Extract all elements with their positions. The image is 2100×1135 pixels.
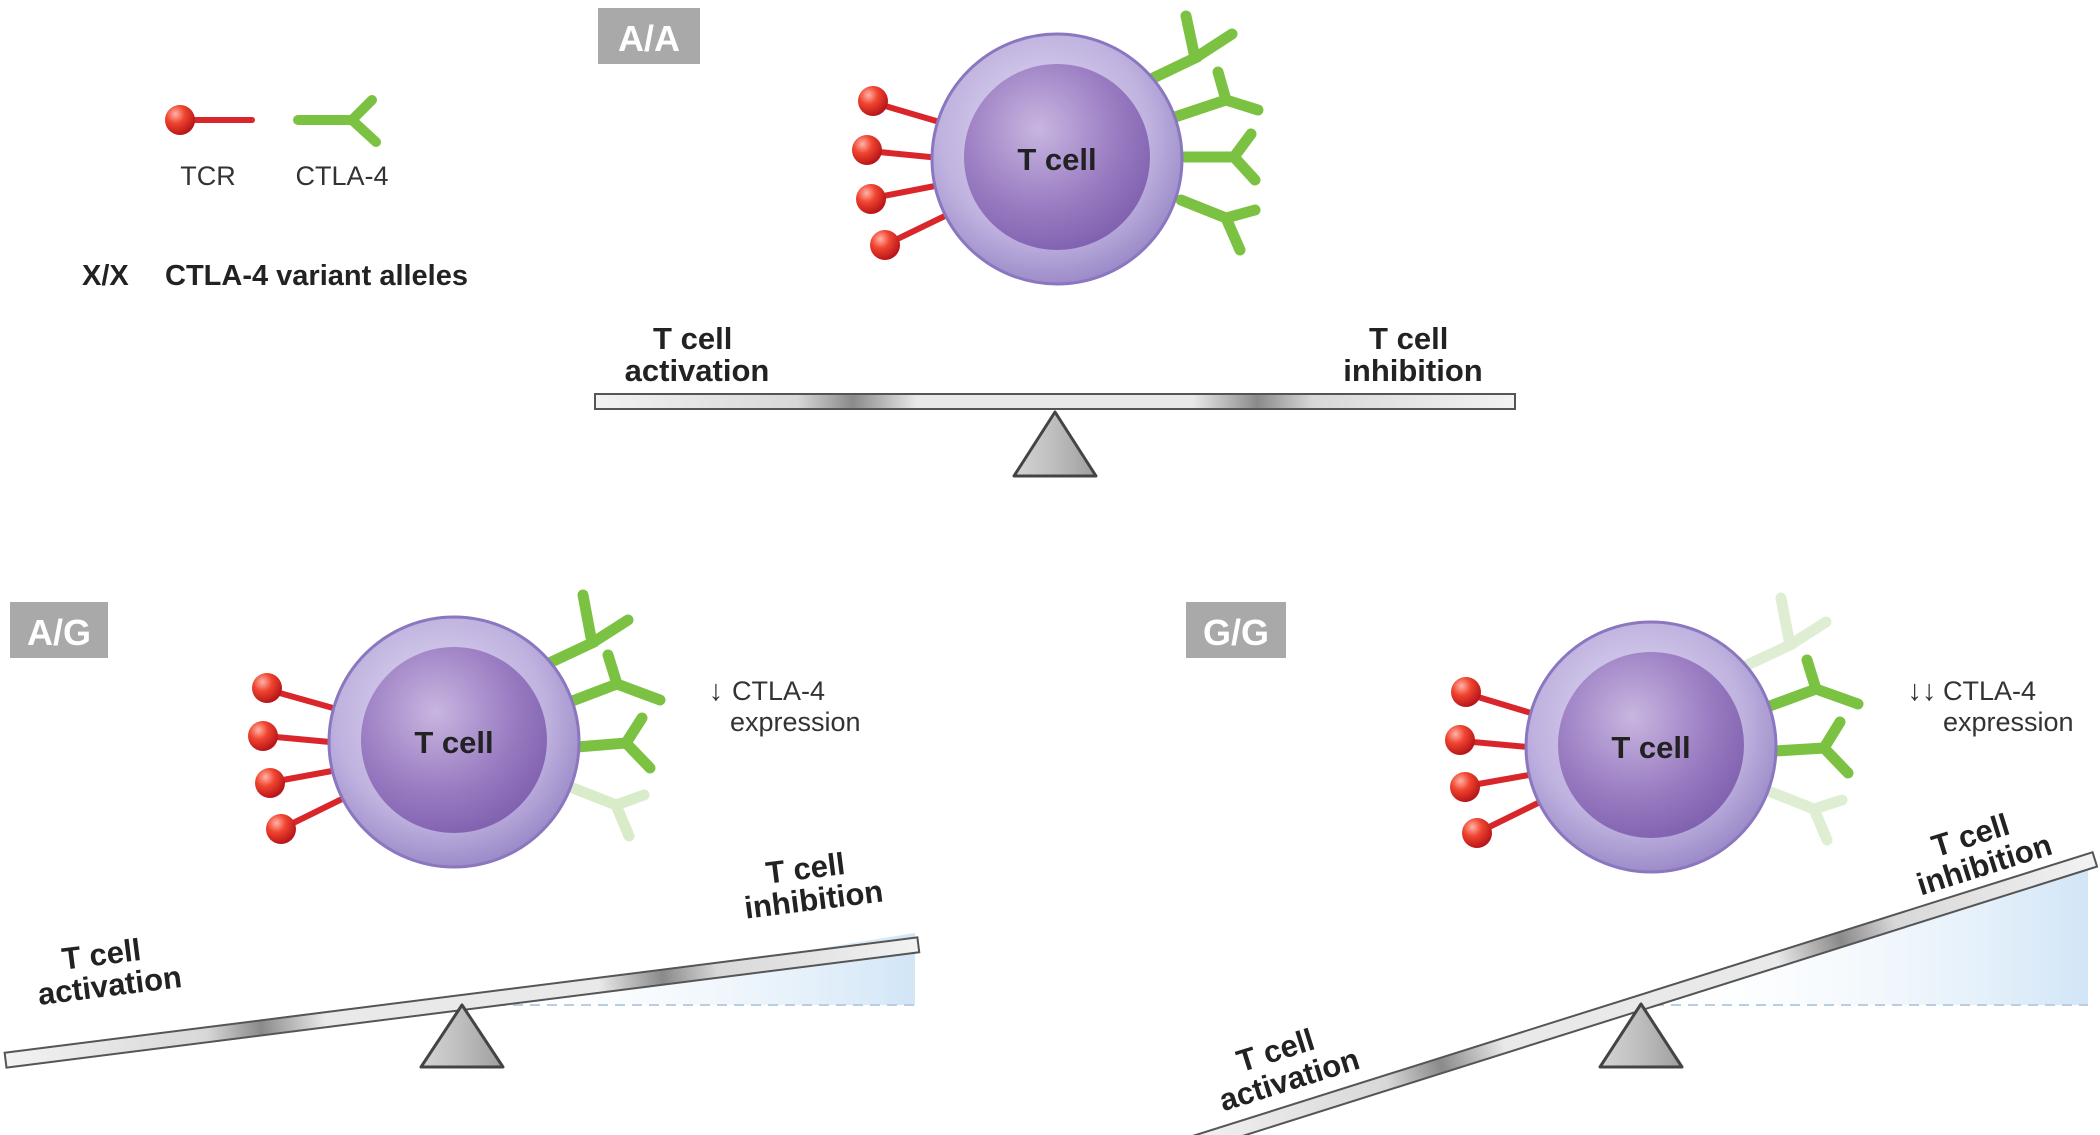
t-cell: T cell [930, 32, 1184, 286]
double-down-arrow: ↓↓ [1908, 675, 1937, 707]
down-arrow: ↓ [709, 675, 724, 707]
fulcrum [419, 1003, 505, 1069]
badge-aa-text: A/A [618, 18, 680, 59]
badge-ag [10, 602, 108, 658]
inhibition-label: T cell inhibition [738, 842, 885, 926]
activation-label: T cell activation [32, 927, 184, 1012]
t-cell-label: T cell [1017, 142, 1096, 177]
svg-text:T cell inhibition: T cell inhibition [738, 842, 885, 926]
badge-aa [598, 8, 700, 64]
panel-gg: G/G T cell ↓↓ CTLA-4 expr [1183, 592, 2099, 1135]
tcr-receptors [852, 86, 952, 260]
legend: TCR CTLA-4 X/X CTLA-4 variant alleles [82, 95, 468, 292]
tcr-receptors [1445, 677, 1541, 848]
badge-ag-text: A/G [27, 612, 91, 653]
ctla4-expression-label: CTLA-4 expression [730, 676, 861, 737]
legend-variant-code: X/X [82, 260, 129, 292]
svg-text:T cell activation: T cell activation [32, 927, 184, 1012]
ctla4-receptors [1143, 10, 1264, 256]
tcr-icon [165, 105, 255, 135]
t-cell: T cell [327, 615, 581, 869]
panel-aa: A/A T cell T cell activation [594, 8, 1516, 478]
badge-gg-text: G/G [1203, 612, 1269, 653]
fulcrum [1598, 1002, 1684, 1069]
ctla4-icon [293, 95, 381, 147]
t-cell-label: T cell [414, 725, 493, 760]
balance-beam [594, 393, 1516, 410]
ctla4-receptors [539, 589, 666, 842]
t-cell-label: T cell [1611, 730, 1690, 765]
ctla4-expression-label: CTLA-4 expression [1943, 676, 2074, 737]
activation-label: T cell activation [625, 321, 770, 388]
legend-tcr-label: TCR [180, 161, 236, 191]
t-cell: T cell [1524, 620, 1778, 874]
legend-ctla4-label: CTLA-4 [295, 161, 388, 191]
badge-gg [1186, 602, 1286, 658]
legend-variant-text: CTLA-4 variant alleles [165, 260, 468, 292]
ctla4-receptors [1737, 592, 1864, 846]
panel-ag: A/G T cell ↓ CTLA-4 expre [3, 589, 921, 1069]
fulcrum [1012, 410, 1098, 478]
inhibition-label: T cell inhibition [1343, 321, 1482, 388]
tcr-receptors [248, 673, 345, 844]
